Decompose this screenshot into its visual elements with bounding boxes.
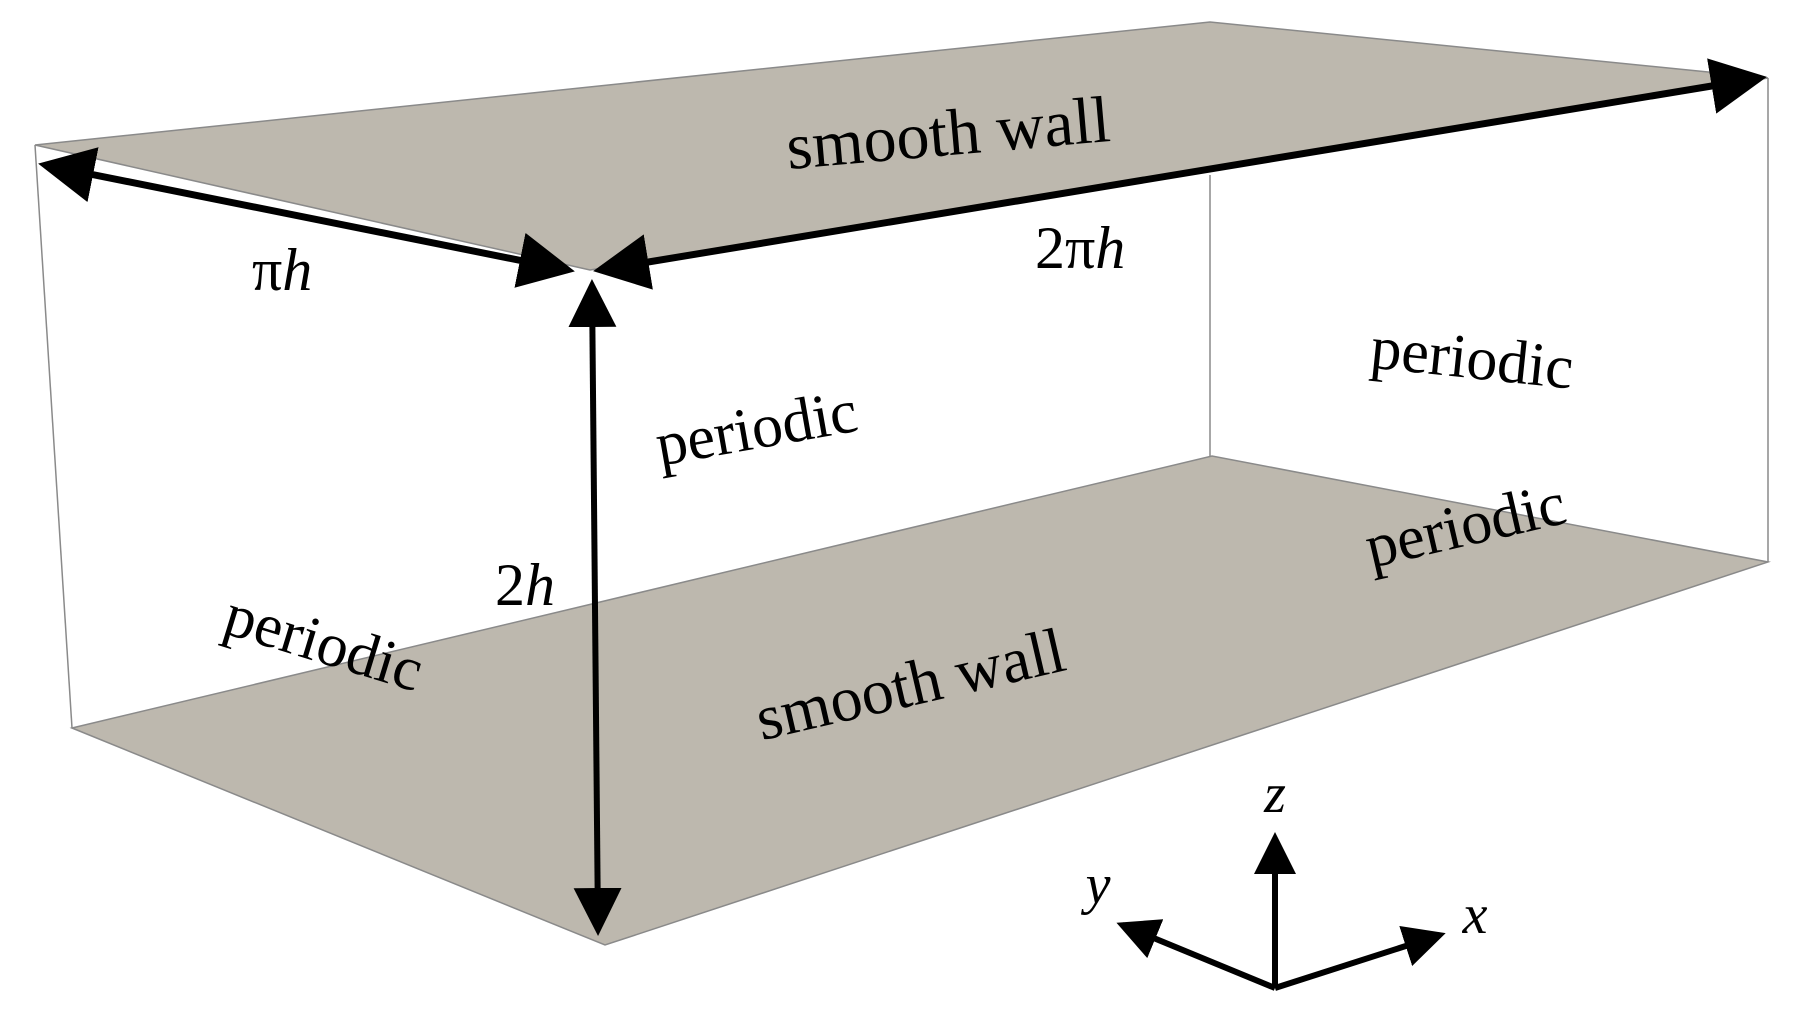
x-axis-arrow bbox=[1274, 926, 1446, 991]
y-axis-arrow bbox=[1116, 919, 1277, 991]
height-dimension-label: 2h bbox=[495, 552, 555, 618]
spanwise-coef: π bbox=[252, 237, 282, 303]
streamwise-dimension-arrow bbox=[593, 58, 1767, 290]
z-axis-label: z bbox=[1263, 763, 1286, 825]
spanwise-dimension-arrow bbox=[38, 147, 575, 288]
edge-front-left bbox=[34, 144, 73, 729]
height-dimension-arrow bbox=[568, 279, 622, 936]
height-coef: 2 bbox=[495, 552, 525, 618]
spanwise-dimension-label: πh bbox=[252, 237, 312, 303]
spanwise-var: h bbox=[282, 237, 312, 303]
streamwise-coef: 2π bbox=[1035, 215, 1095, 281]
x-axis-label: x bbox=[1462, 884, 1488, 946]
coordinate-axes: z x y bbox=[1081, 763, 1488, 991]
streamwise-var: h bbox=[1095, 215, 1125, 281]
height-var: h bbox=[525, 552, 555, 618]
y-axis-label: y bbox=[1081, 854, 1111, 916]
periodic-back-right-label: periodic bbox=[1368, 314, 1577, 403]
periodic-back-left-label: periodic bbox=[651, 377, 863, 479]
streamwise-dimension-label: 2πh bbox=[1035, 215, 1125, 281]
